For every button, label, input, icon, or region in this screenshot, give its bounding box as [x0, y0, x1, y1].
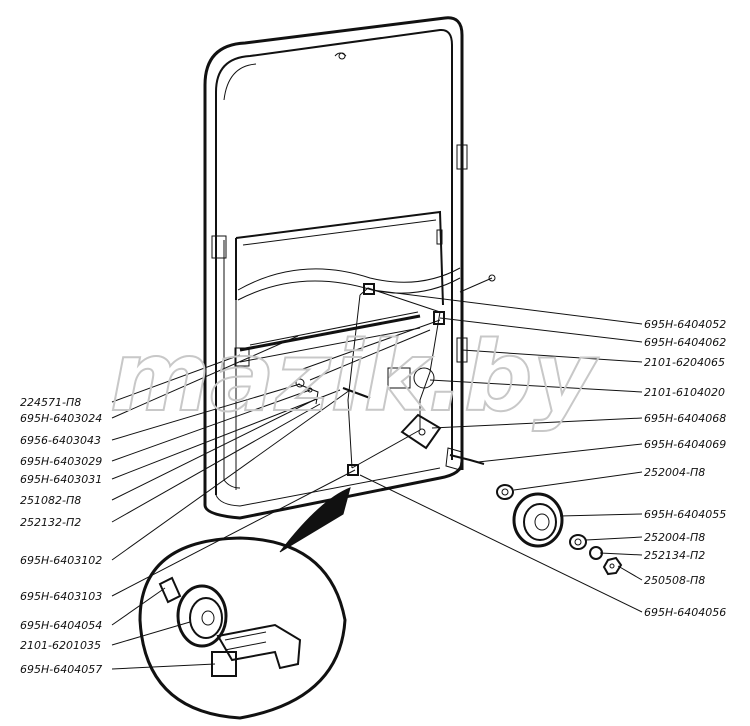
label-695n-6404068: 695Н-6404068 — [644, 412, 726, 425]
label-695n-6403031: 695Н-6403031 — [20, 473, 102, 486]
label-252004-p8-a: 252004-П8 — [644, 466, 705, 479]
label-2101-6104020: 2101-6104020 — [644, 386, 725, 399]
label-6956-6403043: 6956-6403043 — [20, 434, 101, 447]
label-695n-6404054: 695Н-6404054 — [20, 619, 102, 632]
exploded-parts — [400, 413, 623, 576]
label-695n-6404056: 695Н-6404056 — [644, 606, 726, 619]
label-695n-6404052: 695Н-6404052 — [644, 318, 726, 331]
window-lift-channel — [234, 311, 421, 367]
label-250508-p8: 250508-П8 — [644, 574, 705, 587]
detail-inset — [138, 487, 351, 720]
label-224571-p8: 224571-П8 — [20, 396, 81, 409]
label-252134-p2: 252134-П2 — [644, 549, 705, 562]
leader-lines — [111, 289, 643, 670]
label-695n-6404057: 695Н-6404057 — [20, 663, 102, 676]
label-252132-p2: 252132-П2 — [20, 516, 81, 529]
label-695n-6403102: 695Н-6403102 — [20, 554, 102, 567]
label-2101-6204065: 2101-6204065 — [644, 356, 725, 369]
label-695n-6403103: 695Н-6403103 — [20, 590, 102, 603]
label-695n-6404062: 695Н-6404062 — [644, 336, 726, 349]
label-695n-6404069: 695Н-6404069 — [644, 438, 726, 451]
label-252004-p8-b: 252004-П8 — [644, 531, 705, 544]
door-panel — [203, 16, 496, 520]
label-695n-6403029: 695Н-6403029 — [20, 455, 102, 468]
watermark: mazik.by — [110, 321, 599, 433]
label-695n-6404055: 695Н-6404055 — [644, 508, 726, 521]
label-695n-6403024: 695Н-6403024 — [20, 412, 102, 425]
label-251082-p8: 251082-П8 — [20, 494, 81, 507]
labels-right: 695Н-6404052 695Н-6404062 2101-6204065 2… — [644, 318, 726, 619]
labels-left: 224571-П8 695Н-6403024 6956-6403043 695Н… — [20, 396, 102, 676]
label-2101-6201035: 2101-6201035 — [20, 639, 101, 652]
